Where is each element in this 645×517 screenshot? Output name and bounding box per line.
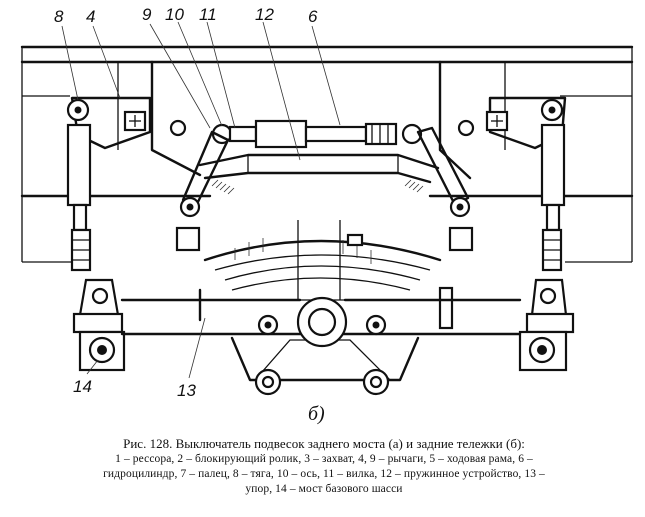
hydraulic-cylinder — [211, 119, 423, 149]
callout-10: 10 — [165, 5, 184, 24]
lever-arms — [175, 126, 474, 252]
callout-8: 8 — [54, 7, 64, 26]
callout-4: 4 — [86, 7, 95, 26]
technical-drawing: 8 4 9 10 11 12 6 13 14 б) — [20, 5, 634, 425]
leader-lines — [61, 21, 341, 379]
sublabel-b: б) — [308, 403, 325, 425]
callout-13: 13 — [177, 381, 196, 400]
callout-11: 11 — [199, 5, 217, 24]
callout-9: 9 — [142, 5, 152, 24]
spring-tie-rod — [198, 153, 440, 195]
chassis-frame — [20, 45, 634, 263]
figure-caption: Рис. 128. Выключатель подвесок заднего м… — [14, 436, 634, 497]
caption-legend-line2: гидроцилиндр, 7 – палец, 8 – тяга, 10 – … — [103, 468, 545, 480]
axle-hub — [120, 296, 522, 396]
right-strut — [518, 98, 575, 372]
callout-14: 14 — [73, 377, 92, 396]
callout-6: 6 — [308, 7, 318, 26]
callout-12: 12 — [255, 5, 274, 24]
caption-title: Рис. 128. Выключатель подвесок заднего м… — [123, 436, 525, 451]
callout-labels: 8 4 9 10 11 12 6 13 14 б) — [54, 5, 325, 425]
caption-legend-line1: 1 – рессора, 2 – блокирующий ролик, 3 – … — [115, 453, 533, 465]
caption-legend-line3: упор, 14 – мост базового шасси — [245, 483, 403, 495]
left-strut — [66, 98, 126, 372]
